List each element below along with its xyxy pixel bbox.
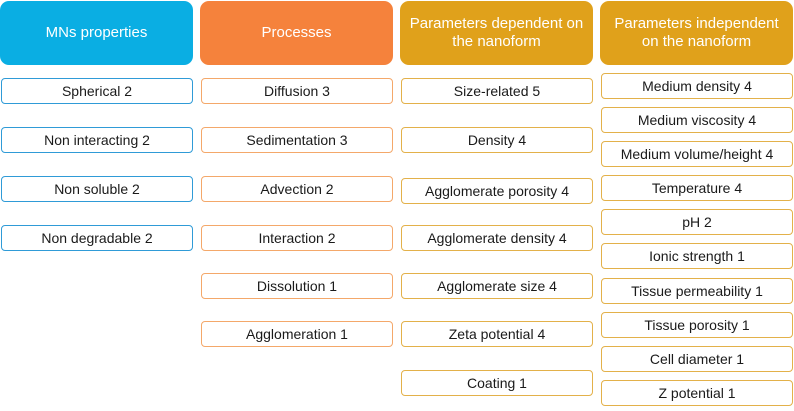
item-sedimentation: Sedimentation 3	[201, 127, 393, 153]
item-z-potential: Z potential 1	[601, 380, 793, 406]
header-parameters-independent: Parameters independent on the nanoform	[600, 1, 793, 65]
item-zeta-potential: Zeta potential 4	[401, 321, 593, 347]
item-agglomerate-porosity: Agglomerate porosity 4	[401, 178, 593, 204]
item-size-related: Size-related 5	[401, 78, 593, 104]
item-ph: pH 2	[601, 209, 793, 235]
item-coating: Coating 1	[401, 370, 593, 396]
item-medium-volume-height: Medium volume/height 4	[601, 141, 793, 167]
item-dissolution: Dissolution 1	[201, 273, 393, 299]
item-density: Density 4	[401, 127, 593, 153]
item-spherical: Spherical 2	[1, 78, 193, 104]
item-cell-diameter: Cell diameter 1	[601, 346, 793, 372]
item-diffusion: Diffusion 3	[201, 78, 393, 104]
header-processes: Processes	[200, 1, 393, 65]
item-non-interacting: Non interacting 2	[1, 127, 193, 153]
item-agglomerate-size: Agglomerate size 4	[401, 273, 593, 299]
item-agglomerate-density: Agglomerate density 4	[401, 225, 593, 251]
item-advection: Advection 2	[201, 176, 393, 202]
header-parameters-dependent: Parameters dependent on the nanoform	[400, 1, 593, 65]
item-tissue-porosity: Tissue porosity 1	[601, 312, 793, 338]
item-medium-viscosity: Medium viscosity 4	[601, 107, 793, 133]
item-agglomeration: Agglomeration 1	[201, 321, 393, 347]
item-medium-density: Medium density 4	[601, 73, 793, 99]
item-temperature: Temperature 4	[601, 175, 793, 201]
item-tissue-permeability: Tissue permeability 1	[601, 278, 793, 304]
item-non-soluble: Non soluble 2	[1, 176, 193, 202]
item-ionic-strength: Ionic strength 1	[601, 243, 793, 269]
header-mns-properties: MNs properties	[0, 1, 193, 65]
item-non-degradable: Non degradable 2	[1, 225, 193, 251]
item-interaction: Interaction 2	[201, 225, 393, 251]
